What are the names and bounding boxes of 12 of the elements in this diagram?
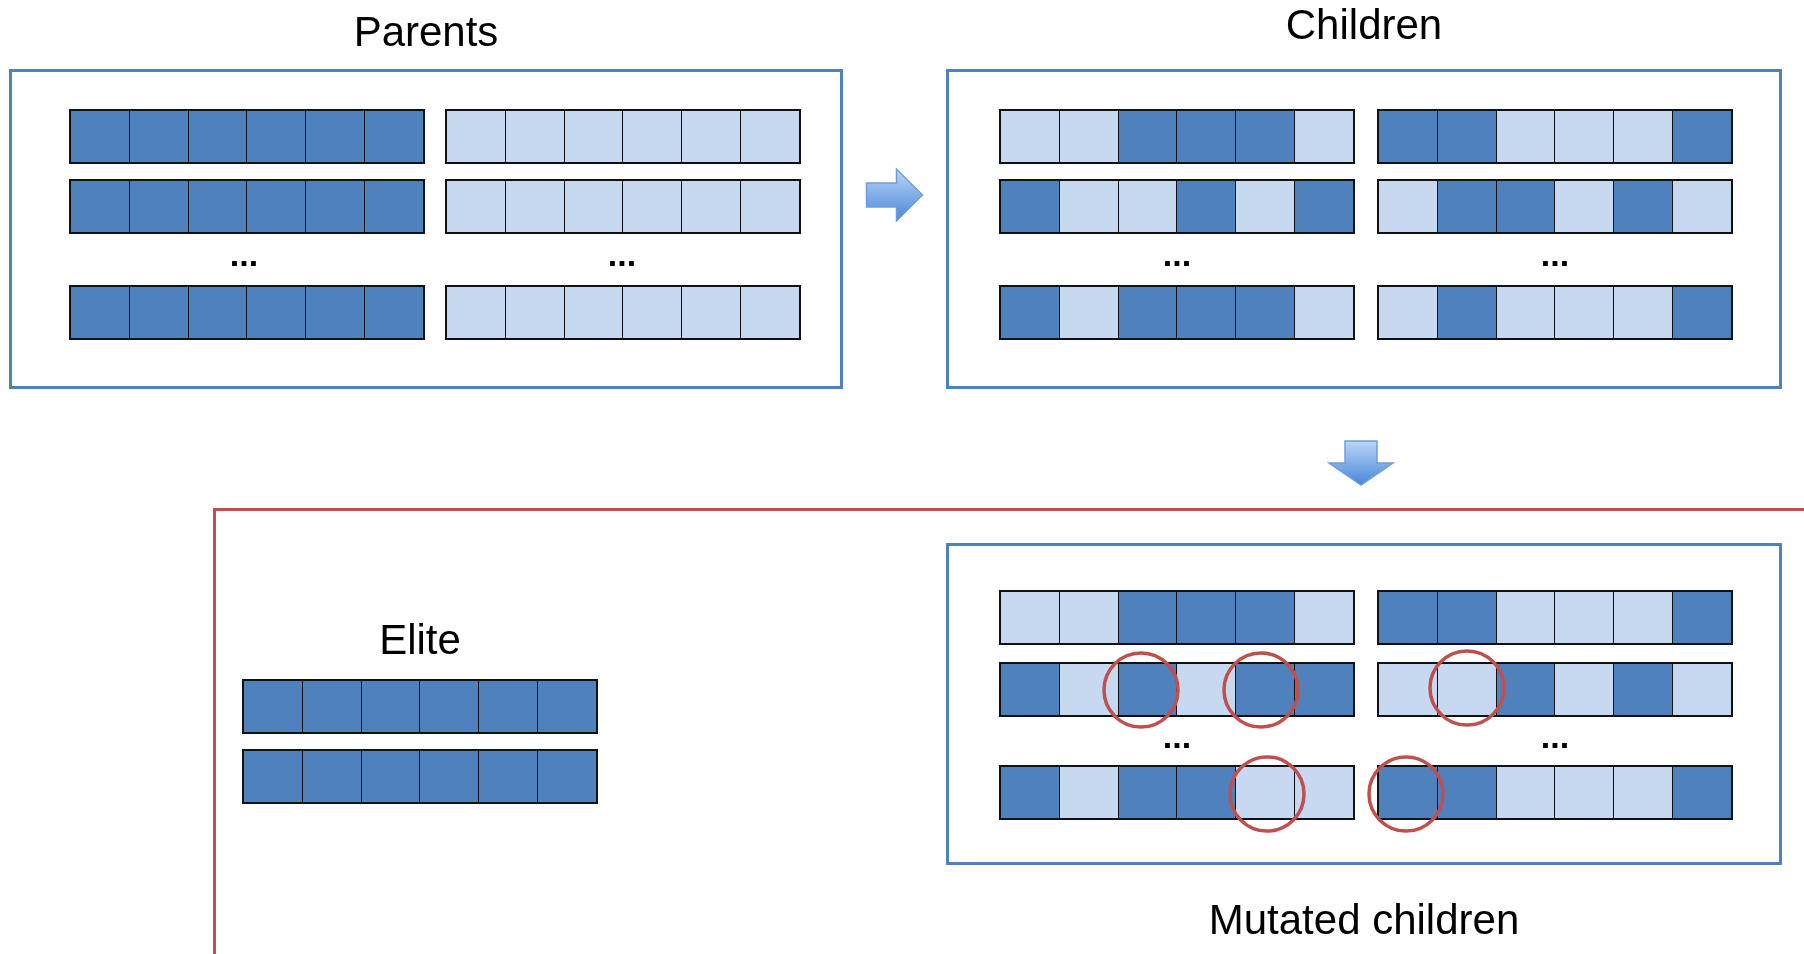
ellipsis-text: ... xyxy=(1161,726,1193,756)
ellipsis-text: ... xyxy=(1539,726,1571,756)
group-title: Elite xyxy=(378,615,462,665)
ellipsis-text: ... xyxy=(228,244,260,274)
group-title: Parents xyxy=(352,7,500,57)
ellipsis-text: ... xyxy=(1161,244,1193,274)
group-title: Mutated children xyxy=(1207,895,1521,945)
ellipsis-text: ... xyxy=(1539,244,1571,274)
ellipsis-text: ... xyxy=(606,244,638,274)
block-arrow xyxy=(1326,440,1396,486)
group-title: Children xyxy=(1284,0,1444,50)
block-arrow xyxy=(865,167,924,223)
